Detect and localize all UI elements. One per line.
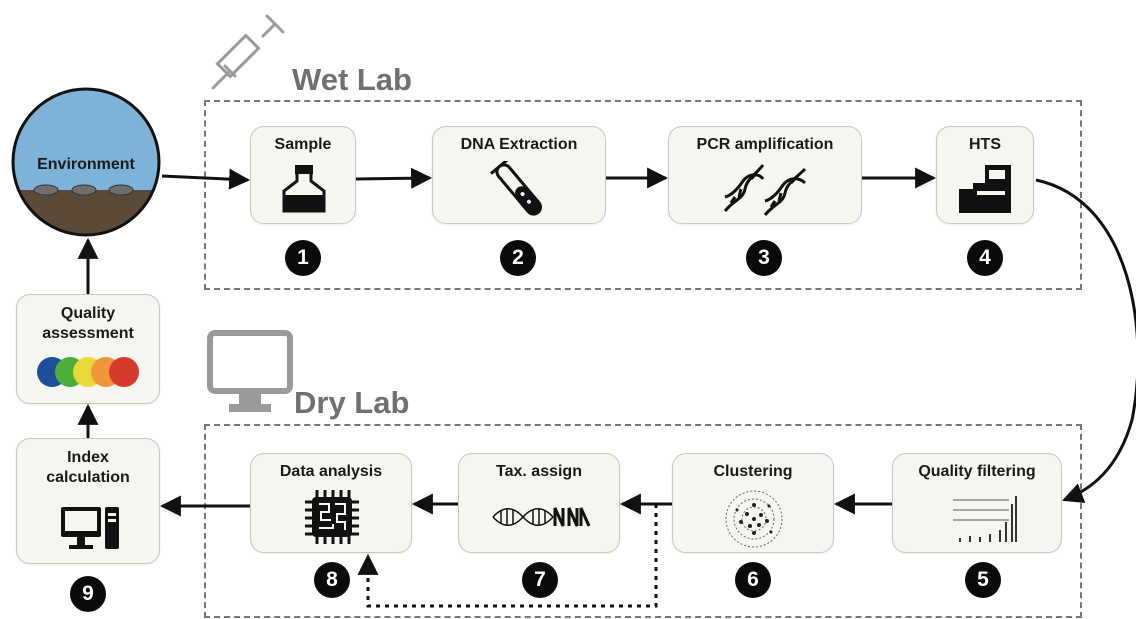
step-badge-5: 5	[965, 562, 1001, 598]
step-badge-1: 1	[285, 240, 321, 276]
step-sample: Sample	[250, 126, 356, 224]
dna-helix-icon	[723, 164, 807, 216]
step-quality-filtering-label: Quality filtering	[918, 463, 1036, 480]
quality-histogram-icon	[953, 496, 1017, 542]
environment-circle: Environment	[10, 86, 162, 238]
environment-scene	[11, 87, 161, 237]
step-index-calculation-label: Index calculation	[46, 449, 130, 486]
arrow-hts-to-filtering	[1035, 178, 1136, 504]
step-badge-6: 6	[735, 562, 771, 598]
processor-chip-icon	[305, 490, 359, 544]
step-clustering: Clustering	[672, 453, 834, 553]
step-data-analysis-label: Data analysis	[279, 463, 383, 480]
desktop-computer-icon	[61, 507, 119, 549]
step-pcr-amplification: PCR amplification	[668, 126, 862, 224]
step-pcr-amplification-label: PCR amplification	[696, 136, 834, 153]
dashed-arrow-clustering-to-analysis	[357, 504, 658, 608]
step-data-analysis: Data analysis	[250, 453, 412, 553]
step-tax-assign: Tax. assign	[458, 453, 620, 553]
cluster-icon	[725, 490, 783, 548]
arrow-sample-to-dna	[355, 167, 433, 189]
step-badge-4: 4	[967, 240, 1003, 276]
step-badge-7: 7	[522, 562, 558, 598]
step-dna-extraction-label: DNA Extraction	[460, 136, 578, 153]
test-tube-icon	[490, 161, 542, 216]
bottle-icon	[282, 165, 326, 213]
step-dna-extraction: DNA Extraction	[432, 126, 606, 224]
step-hts: HTS	[936, 126, 1034, 224]
wet-lab-title: Wet Lab	[292, 62, 412, 97]
sequencer-icon	[959, 165, 1011, 213]
step-sample-label: Sample	[274, 136, 332, 153]
step-clustering-label: Clustering	[713, 463, 793, 480]
environment-label: Environment	[37, 156, 135, 173]
dna-sequence-icon	[492, 507, 591, 527]
monitor-icon	[207, 330, 293, 412]
quality-score-dots	[37, 357, 139, 387]
step-quality-filtering: Quality filtering	[892, 453, 1062, 553]
step-quality-assessment: Quality assessment	[16, 294, 160, 404]
syringe-icon	[211, 14, 285, 90]
step-quality-assessment-label: Quality assessment	[42, 305, 134, 342]
step-badge-9: 9	[70, 576, 106, 612]
step-badge-3: 3	[746, 240, 782, 276]
wet-lab-frame	[204, 100, 1082, 290]
step-badge-2: 2	[500, 240, 536, 276]
step-badge-8: 8	[314, 562, 350, 598]
step-tax-assign-label: Tax. assign	[496, 463, 582, 480]
arrow-environment-to-sample	[161, 168, 251, 190]
step-hts-label: HTS	[969, 136, 1001, 153]
dry-lab-title: Dry Lab	[294, 385, 410, 420]
dry-lab-frame	[204, 424, 1082, 618]
step-index-calculation: Index calculation	[16, 438, 160, 564]
